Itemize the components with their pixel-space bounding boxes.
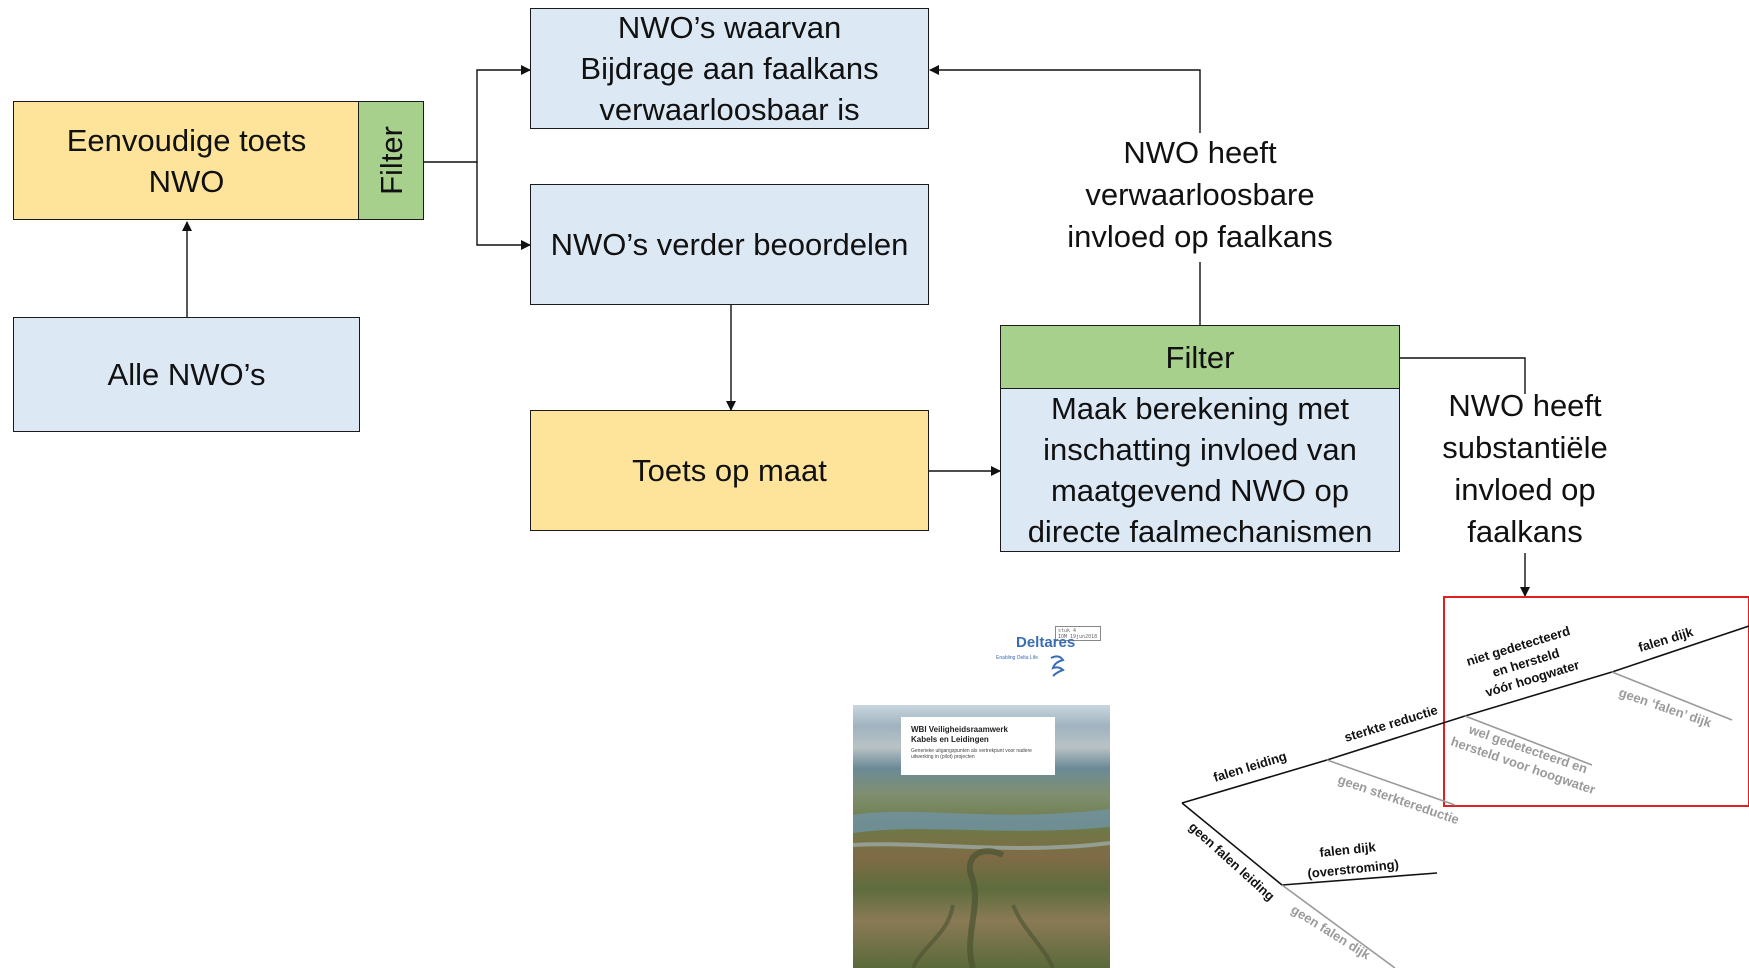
branch-falen-dijk-top bbox=[1611, 625, 1749, 673]
eenvoudige-toets-text: Eenvoudige toets NWO bbox=[66, 122, 307, 199]
label-geen-sterktereductie: geen sterktereductie bbox=[1336, 772, 1461, 828]
toets-op-maat-text: Toets op maat bbox=[632, 453, 827, 488]
branch-niet-gedetecteerd bbox=[1464, 671, 1613, 717]
report-title-card: WBI Veiligheidsraamwerk Kabels en Leidin… bbox=[901, 717, 1055, 775]
filter-right-box: Filter bbox=[1000, 325, 1400, 390]
branch-falen-leiding bbox=[1181, 759, 1328, 804]
connector-verwaarloosbaar-top bbox=[929, 65, 1201, 133]
verwaarloosbaar-line-1: NWO’s waarvan bbox=[617, 10, 842, 45]
alle-nwos-text: Alle NWO’s bbox=[107, 357, 266, 392]
toets-op-maat-box: Toets op maat bbox=[530, 410, 929, 531]
verwaarloosbaar-line-3: verwaarloosbaar is bbox=[599, 92, 860, 127]
verwaarloosbare-line-3: invloed op faalkans bbox=[1067, 219, 1333, 254]
verder-beoordelen-text: NWO’s verder beoordelen bbox=[550, 227, 909, 262]
maak-line-4: directe faalmechanismen bbox=[1027, 514, 1373, 549]
report-stamp: stuk 4 IOM 19jun2018 bbox=[1055, 626, 1101, 641]
deltares-tagline: Enabling Delta Life bbox=[996, 655, 1038, 661]
branch-geen-sterktereductie bbox=[1326, 759, 1456, 806]
branch-geen-falen-dijk-quote bbox=[1611, 671, 1733, 721]
maak-line-1: Maak berekening met bbox=[1050, 391, 1350, 426]
report-cover: WBI Veiligheidsraamwerk Kabels en Leidin… bbox=[853, 705, 1110, 968]
label-falen-dijk-over-line-1: falen dijk bbox=[1319, 839, 1377, 860]
verwaarloosbaar-box: NWO’s waarvan Bijdrage aan faalkans verw… bbox=[530, 8, 929, 129]
label-falen-dijk: falen dijk bbox=[1636, 624, 1695, 655]
report-title-line-2: Kabels en Leidingen bbox=[911, 735, 989, 744]
connector-filter-split bbox=[423, 65, 531, 163]
label-sterkte-reductie: sterkte reductie bbox=[1342, 702, 1439, 745]
branch-geen-falen-dijk bbox=[1281, 884, 1396, 968]
alle-nwos-box: Alle NWO’s bbox=[13, 317, 360, 432]
verwaarloosbare-invloed-label: NWO heeft verwaarloosbare invloed op faa… bbox=[1040, 132, 1360, 258]
substantiele-line-2: substantiële bbox=[1442, 430, 1608, 465]
filter-left-box: Filter bbox=[358, 101, 424, 220]
maak-line-2: inschatting invloed van bbox=[1043, 432, 1357, 467]
substantiele-invloed-label: NWO heeft substantiële invloed op faalka… bbox=[1405, 385, 1645, 553]
label-geen-falen-leiding: geen falen leiding bbox=[1186, 819, 1278, 904]
report-landscape-image bbox=[853, 809, 1110, 968]
maak-berekening-box: Maak berekening met inschatting invloed … bbox=[1000, 388, 1400, 552]
branch-wel-gedetecteerd bbox=[1464, 715, 1593, 766]
label-falen-leiding: falen leiding bbox=[1211, 748, 1288, 785]
substantiele-line-4: faalkans bbox=[1467, 514, 1583, 549]
branch-geen-falen-leiding bbox=[1181, 802, 1283, 886]
deltares-logo: Deltares bbox=[1016, 634, 1076, 651]
verwaarloosbare-line-1: NWO heeft bbox=[1123, 135, 1277, 170]
substantiele-line-3: invloed op bbox=[1454, 472, 1596, 507]
connector-filter-to-verder bbox=[476, 162, 531, 250]
maak-line-3: maatgevend NWO op bbox=[1050, 473, 1350, 508]
connector-substantieel bbox=[1400, 357, 1526, 394]
label-geen-falen-dijk: geen falen dijk bbox=[1288, 902, 1373, 963]
branch-sterkte-reductie bbox=[1326, 715, 1466, 761]
substantiele-line-1: NWO heeft bbox=[1448, 388, 1602, 423]
verwaarloosbare-line-2: verwaarloosbare bbox=[1085, 177, 1315, 212]
verwaarloosbaar-line-2: Bijdrage aan faalkans bbox=[580, 51, 879, 86]
report-subtitle: Generieke uitgangspunten als vertrekpunt… bbox=[911, 748, 1032, 760]
branch-falen-dijk-overstroming bbox=[1281, 872, 1438, 886]
report-title-line-1: WBI Veiligheidsraamwerk bbox=[911, 725, 1008, 734]
verder-beoordelen-box: NWO’s verder beoordelen bbox=[530, 184, 929, 305]
highlight-frame bbox=[1443, 596, 1749, 807]
filter-right-text: Filter bbox=[1165, 340, 1235, 375]
